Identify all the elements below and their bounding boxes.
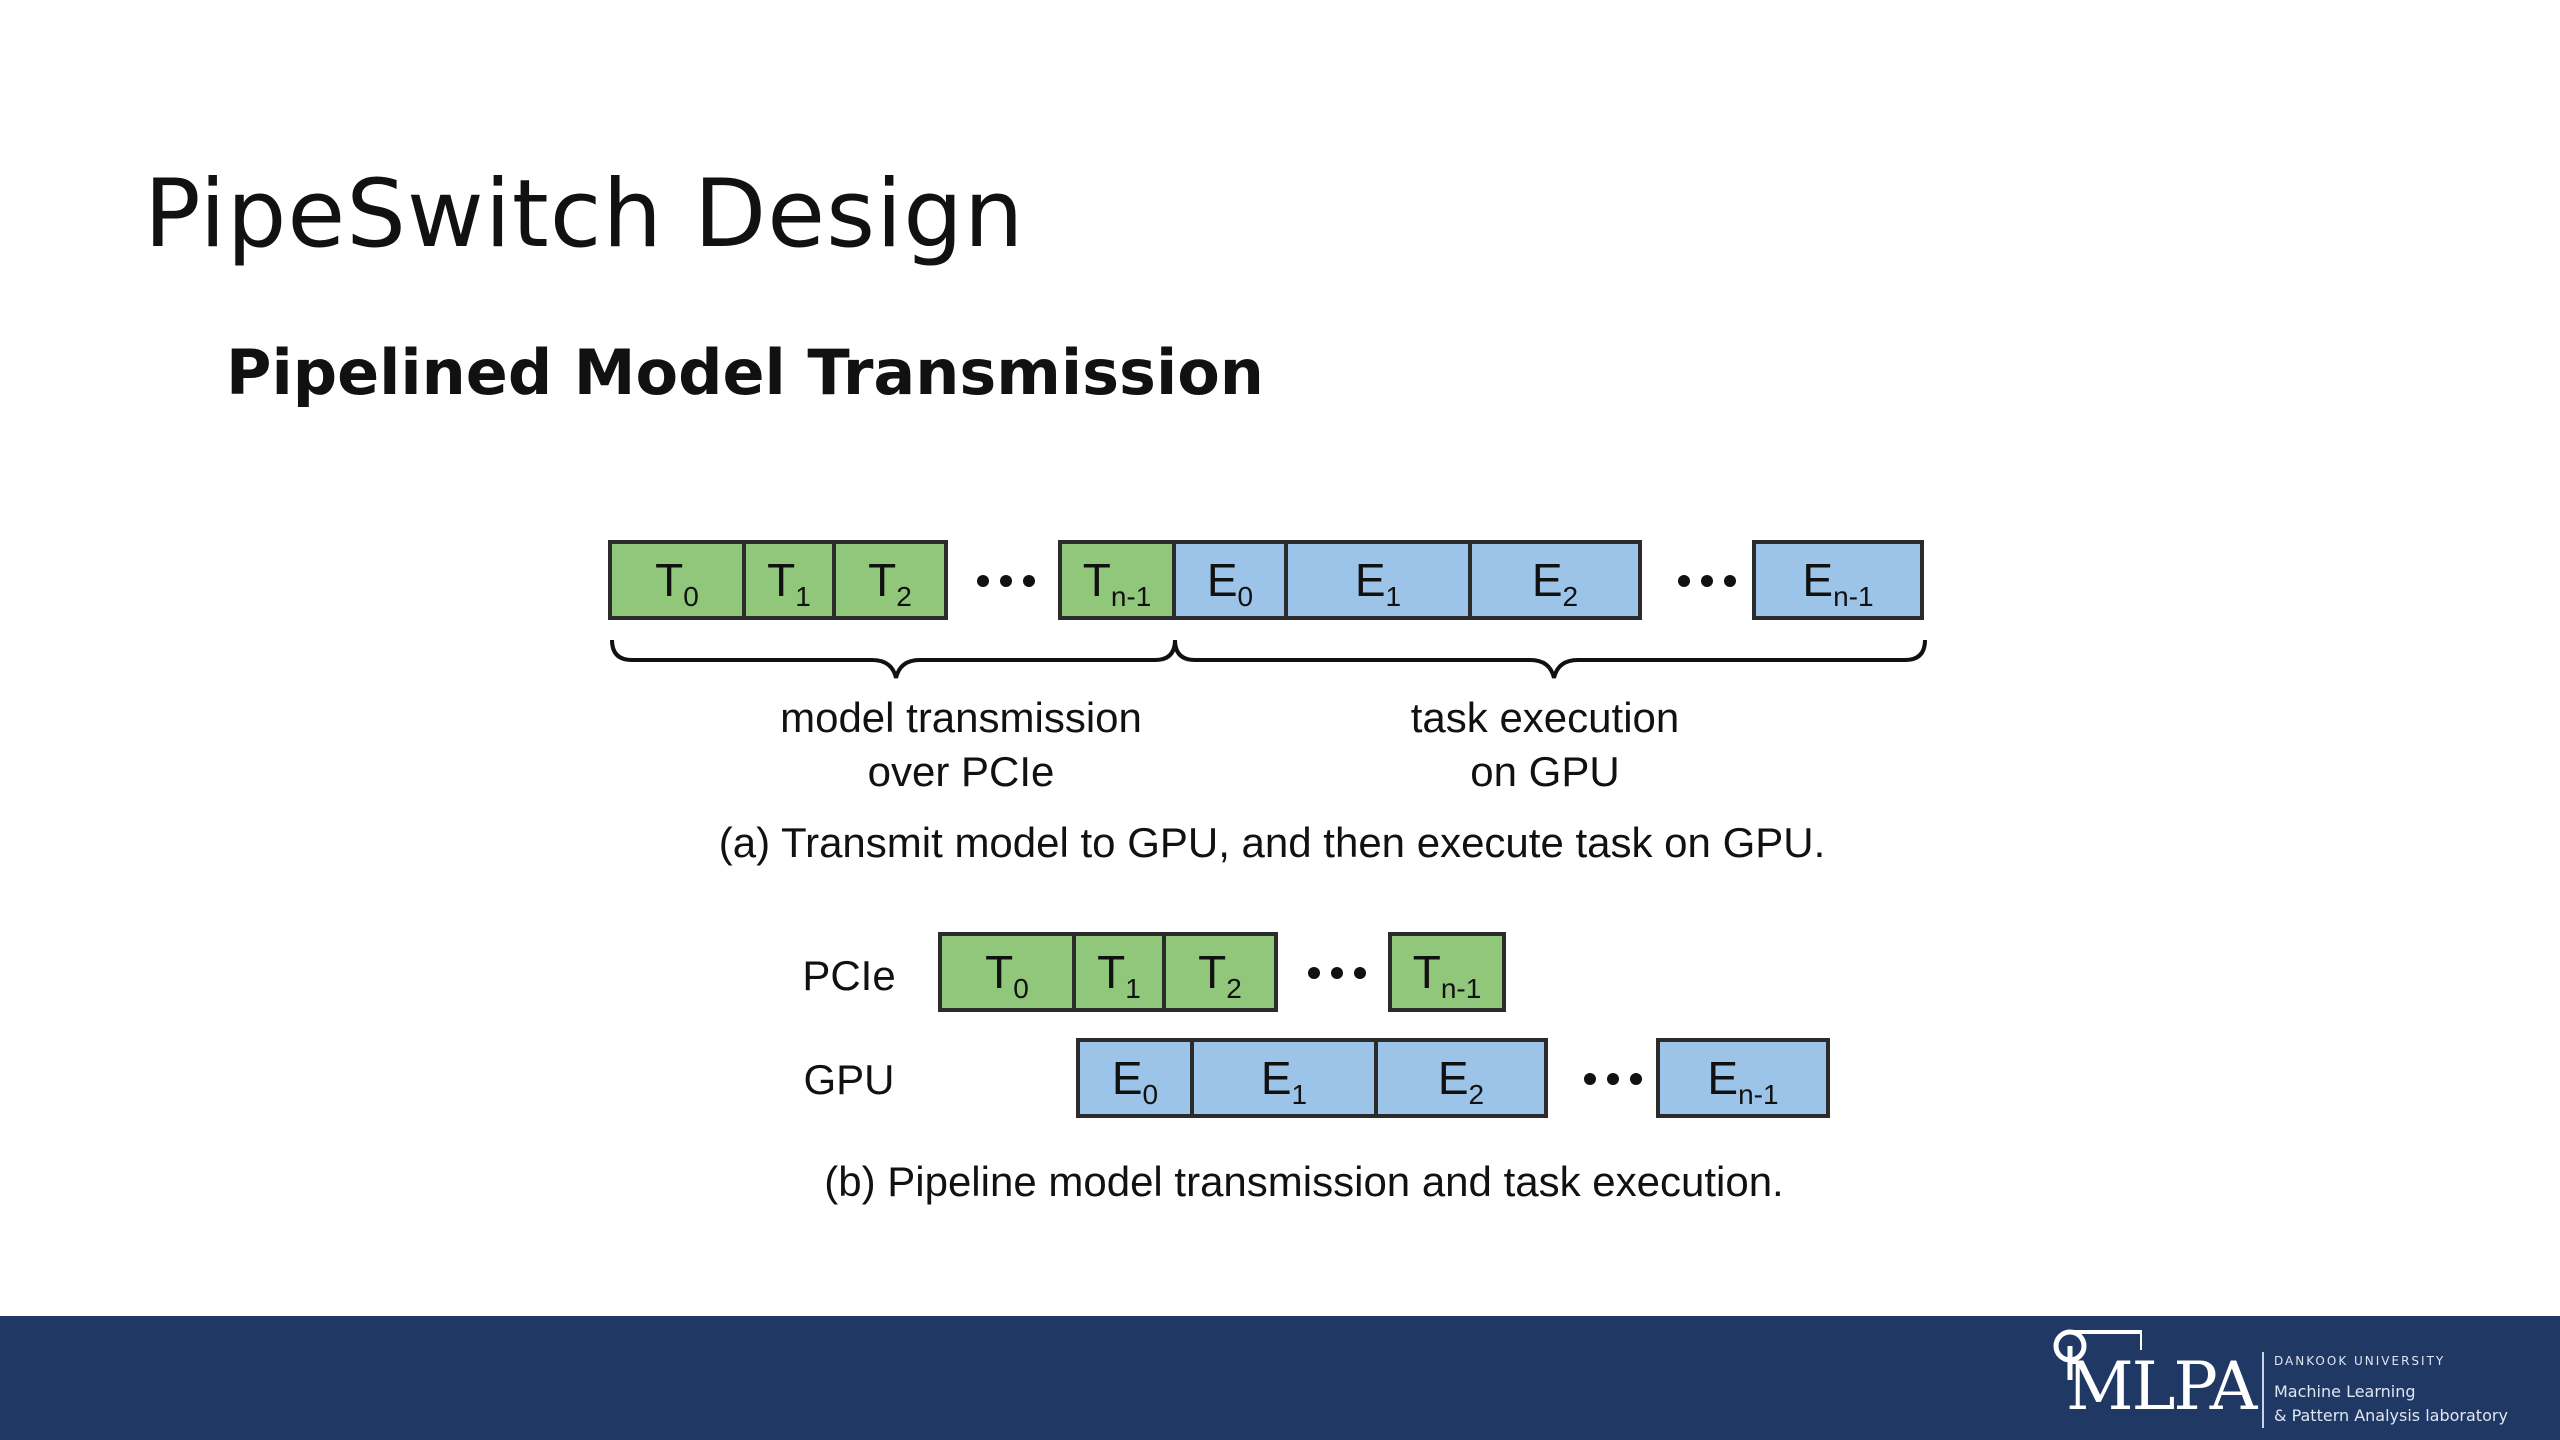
block-t2-sub: 2 — [896, 581, 912, 612]
slide-title: PipeSwitch Design — [144, 160, 1025, 269]
brace-task-execution — [1173, 639, 1927, 679]
pcie-block-t0: T0 — [938, 932, 1076, 1012]
mlpa-logo-text: MLPA — [2066, 1348, 2257, 1425]
brace-model-transmission — [610, 639, 1177, 679]
svg-text:E1: E1 — [1261, 1052, 1307, 1110]
ellipsis-b-pcie — [1308, 967, 1366, 979]
svg-text:En-1: En-1 — [1802, 554, 1873, 612]
diagram-a: T0 T1 T2 Tn-1 — [608, 540, 1927, 866]
ellipsis-a-transmit — [977, 575, 1035, 587]
svg-text:E0: E0 — [1112, 1052, 1158, 1110]
gpu-block-en-1: En-1 — [1656, 1038, 1830, 1118]
svg-text:E2: E2 — [1438, 1052, 1484, 1110]
svg-text:T1: T1 — [767, 554, 811, 612]
block-t1: T1 — [742, 540, 836, 620]
block-t0-main: T — [655, 554, 683, 606]
block-en-1: En-1 — [1752, 540, 1924, 620]
mlpa-logo-icon — [2053, 1329, 2142, 1380]
block-e2: E2 — [1468, 540, 1642, 620]
ellipsis-b-gpu — [1584, 1073, 1642, 1085]
label-on-gpu: on GPU — [1470, 748, 1619, 795]
svg-text:E1: E1 — [1355, 554, 1401, 612]
footer-bar — [0, 1316, 2560, 1440]
gpu-block-e2: E2 — [1374, 1038, 1548, 1118]
block-e1-main: E — [1355, 554, 1386, 606]
block-e1: E1 — [1284, 540, 1472, 620]
block-e0: E0 — [1172, 540, 1288, 620]
logo-lab-line1: Machine Learning — [2274, 1382, 2416, 1401]
block-e2-sub: 2 — [1563, 581, 1579, 612]
gpu-block-e0: E0 — [1076, 1038, 1194, 1118]
block-e0-sub: 0 — [1238, 581, 1254, 612]
svg-text:Tn-1: Tn-1 — [1083, 554, 1152, 612]
caption-a: (a) Transmit model to GPU, and then exec… — [719, 819, 1826, 866]
ellipsis-a-execute — [1678, 575, 1736, 587]
logo-lab-line2: & Pattern Analysis laboratory — [2274, 1406, 2508, 1425]
row-label-gpu: GPU — [803, 1056, 894, 1103]
block-e0-main: E — [1207, 554, 1238, 606]
label-model-transmission: model transmission — [780, 694, 1142, 741]
svg-text:T2: T2 — [1198, 946, 1242, 1004]
block-en-1-sub: n-1 — [1833, 581, 1873, 612]
block-t2: T2 — [832, 540, 948, 620]
block-tn-1-main: T — [1083, 554, 1111, 606]
label-over-pcie: over PCIe — [868, 748, 1055, 795]
diagram-b: PCIe GPU T0 T1 T2 — [802, 932, 1830, 1205]
svg-text:T1: T1 — [1097, 946, 1141, 1004]
block-t0: T0 — [608, 540, 746, 620]
caption-b: (b) Pipeline model transmission and task… — [824, 1158, 1783, 1205]
diagram-a-blocks: T0 T1 T2 Tn-1 — [608, 540, 1924, 620]
pcie-block-tn-1: Tn-1 — [1388, 932, 1506, 1012]
logo-divider — [2262, 1352, 2264, 1428]
slide-subtitle: Pipelined Model Transmission — [226, 336, 1264, 409]
svg-text:E0: E0 — [1207, 554, 1253, 612]
svg-text:T2: T2 — [868, 554, 912, 612]
block-e2-main: E — [1532, 554, 1563, 606]
svg-text:E2: E2 — [1532, 554, 1578, 612]
svg-text:En-1: En-1 — [1707, 1052, 1778, 1110]
svg-text:Tn-1: Tn-1 — [1413, 946, 1482, 1004]
label-task-execution: task execution — [1411, 694, 1680, 741]
pcie-row-blocks: T0 T1 T2 Tn-1 — [938, 932, 1506, 1012]
block-tn-1: Tn-1 — [1058, 540, 1176, 620]
pipeline-diagram: T0 T1 T2 Tn-1 — [608, 540, 1927, 1205]
gpu-block-e1: E1 — [1190, 1038, 1378, 1118]
svg-text:T0: T0 — [655, 554, 699, 612]
pcie-block-t2: T2 — [1162, 932, 1278, 1012]
block-t1-main: T — [767, 554, 795, 606]
logo-university: DANKOOK UNIVERSITY — [2274, 1354, 2446, 1368]
block-t2-main: T — [868, 554, 896, 606]
block-en-1-main: E — [1802, 554, 1833, 606]
gpu-row-blocks: E0 E1 E2 En-1 — [1076, 1038, 1830, 1118]
svg-text:T0: T0 — [985, 946, 1029, 1004]
row-label-pcie: PCIe — [802, 952, 895, 999]
block-e1-sub: 1 — [1386, 581, 1402, 612]
pcie-block-t1: T1 — [1072, 932, 1166, 1012]
block-t1-sub: 1 — [795, 581, 811, 612]
block-t0-sub: 0 — [683, 581, 699, 612]
block-tn-1-sub: n-1 — [1111, 581, 1151, 612]
